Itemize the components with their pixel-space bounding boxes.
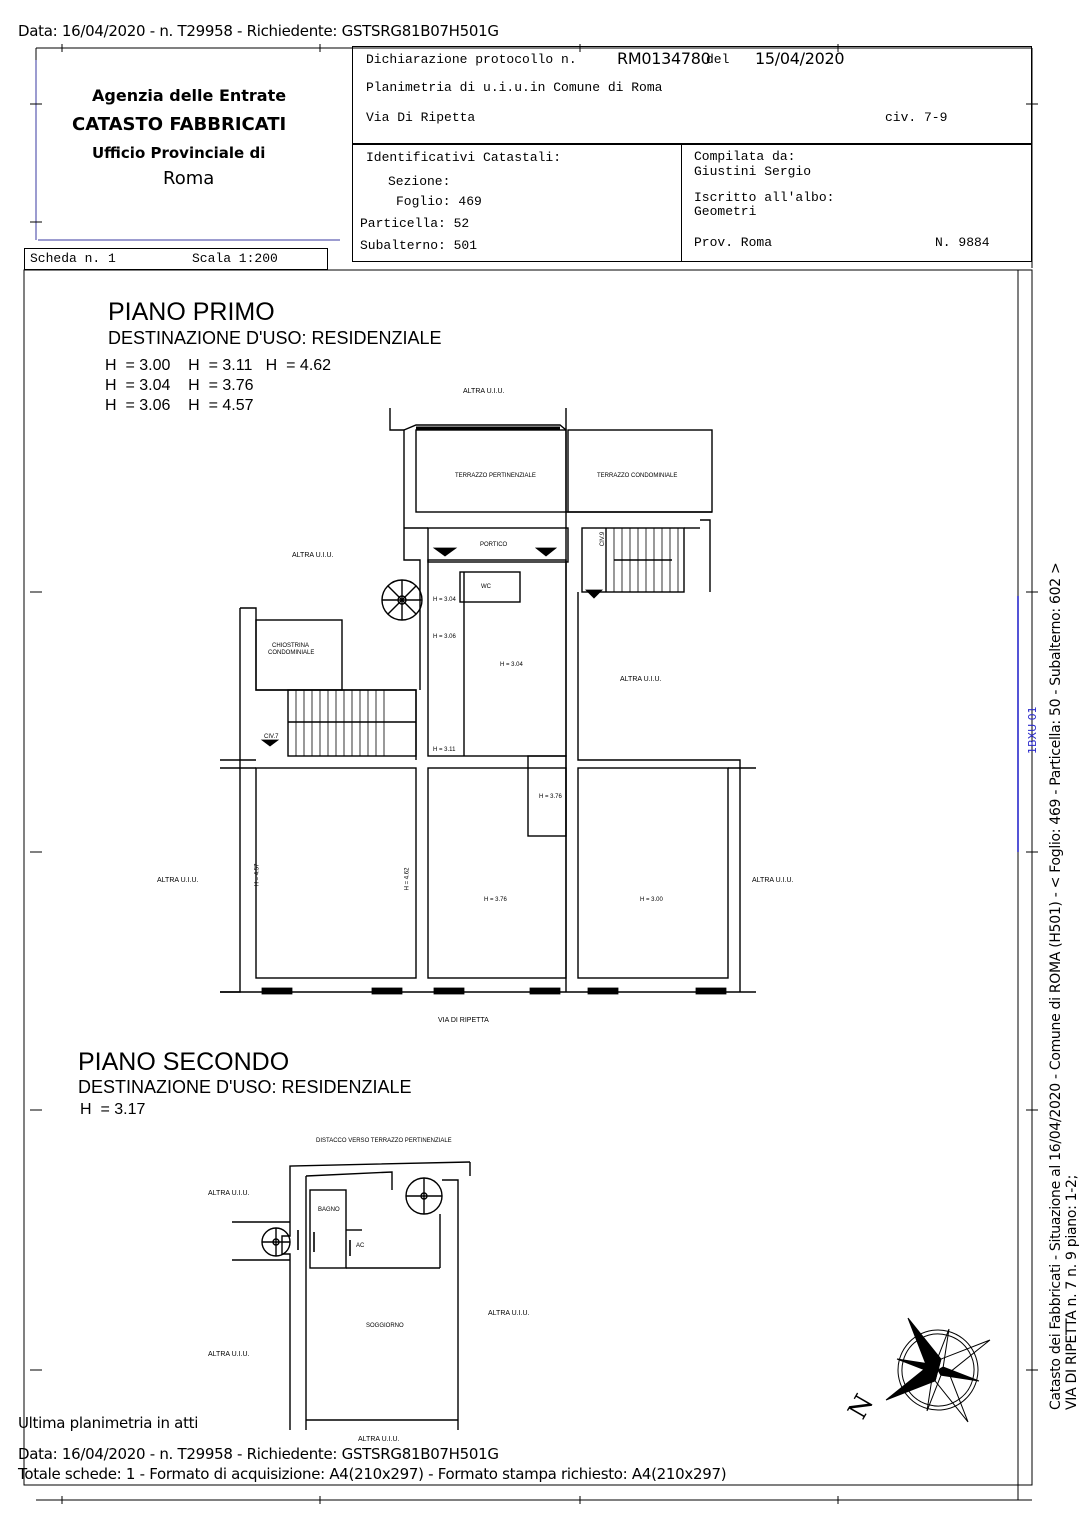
agency-name: Agenzia delle Entrate <box>92 86 287 105</box>
label-h376a: H = 3.76 <box>539 794 562 800</box>
piano-secondo-destinazione: DESTINAZIONE D'USO: RESIDENZIALE <box>78 1077 412 1097</box>
agency-catasto: CATASTO FABBRICATI <box>72 114 287 135</box>
label-chiostrina: CHIOSTRINA <box>272 643 310 649</box>
compiler-prov: Prov. Roma <box>694 235 773 250</box>
ident-foglio: Foglio: 469 <box>396 194 482 209</box>
scheda-scale: Scala 1:200 <box>192 251 278 266</box>
civ-line: civ. 7-9 <box>885 110 948 125</box>
declaration-label: Dichiarazione protocollo n. <box>366 52 577 67</box>
ident-sezione: Sezione: <box>388 174 451 189</box>
label-terrazzo-pertinenziale: TERRAZZO PERTINENZIALE <box>455 473 536 479</box>
label-altra-bl: ALTRA U.I.U. <box>208 1351 250 1358</box>
label-h304b: H = 3.04 <box>500 662 523 668</box>
agency-city: Roma <box>163 168 215 189</box>
label-altra-right: ALTRA U.I.U. <box>620 676 662 683</box>
label-altra-b: ALTRA U.I.U. <box>358 1436 400 1443</box>
label-altra-tl: ALTRA U.I.U. <box>208 1190 250 1197</box>
label-h376b: H = 3.76 <box>484 897 507 903</box>
label-wc: WC <box>481 584 491 590</box>
footer-data-line: Data: 16/04/2020 - n. T29958 - Richieden… <box>18 1445 499 1463</box>
scheda-number: Scheda n. 1 <box>30 251 116 266</box>
compiler-name: Giustini Sergio <box>694 164 812 179</box>
albo-value: Geometri <box>694 204 757 219</box>
albo-label: Iscritto all'albo: <box>694 190 835 205</box>
label-altra-far-left: ALTRA U.I.U. <box>157 877 199 884</box>
label-via-ripetta: VIA DI RIPETTA <box>438 1017 489 1024</box>
label-altra-far-right: ALTRA U.I.U. <box>752 877 794 884</box>
ident-particella: Particella: 52 <box>360 216 470 231</box>
label-soggiorno: SOGGIORNO <box>366 1323 404 1329</box>
scheda-box <box>24 248 328 270</box>
label-h306: H = 3.06 <box>433 634 456 640</box>
label-altra-top: ALTRA U.I.U. <box>463 388 505 395</box>
piano-primo-heights-2: H = 3.04 H = 3.76 <box>105 377 254 394</box>
agency-ufficio: Ufficio Provinciale di <box>92 144 266 162</box>
declaration-date: 15/04/2020 <box>755 49 845 68</box>
declaration-del: del <box>706 52 730 67</box>
header-data-line: Data: 16/04/2020 - n. T29958 - Richieden… <box>18 22 499 40</box>
label-terrazzo-condominiale: TERRAZZO CONDOMINIALE <box>597 473 678 479</box>
label-altra-r: ALTRA U.I.U. <box>488 1310 530 1317</box>
label-h311: H = 3.11 <box>433 747 456 753</box>
piano-primo-destinazione: DESTINAZIONE D'USO: RESIDENZIALE <box>108 328 442 348</box>
label-bagno: BAGNO <box>318 1207 340 1213</box>
footer-totale-line: Totale schede: 1 - Formato di acquisizio… <box>18 1465 727 1483</box>
declaration-box <box>352 46 1032 144</box>
declaration-number: RM0134780 <box>617 49 711 68</box>
piano-primo-heights-3: H = 3.06 H = 4.57 <box>105 397 254 414</box>
compiler-label: Compilata da: <box>694 149 796 164</box>
side-stamp: 1BXU 01 <box>1026 706 1039 754</box>
label-portico: PORTICO <box>480 542 508 548</box>
piano-secondo-height: H = 3.17 <box>80 1101 146 1118</box>
piano-primo-heights-1: H = 3.00 H = 3.11 H = 4.62 <box>105 357 332 374</box>
compiler-num: N. 9884 <box>935 235 990 250</box>
label-h304a: H = 3.04 <box>433 597 456 603</box>
label-distacco: DISTACCO VERSO TERRAZZO PERTINENZIALE <box>316 1138 452 1144</box>
label-altra-left: ALTRA U.I.U. <box>292 552 334 559</box>
label-condominiale: CONDOMINIALE <box>268 650 315 656</box>
piano-primo-title: PIANO PRIMO <box>108 298 275 326</box>
via-line: Via Di Ripetta <box>366 110 476 125</box>
ident-title: Identificativi Catastali: <box>366 150 562 165</box>
piano-secondo-title: PIANO SECONDO <box>78 1048 290 1076</box>
label-h300: H = 3.00 <box>640 897 663 903</box>
compiler-box <box>681 144 1032 262</box>
label-ac: AC <box>356 1243 365 1249</box>
planimetria-line: Planimetria di u.i.u.in Comune di Roma <box>366 80 663 95</box>
ident-subalterno: Subalterno: 501 <box>360 238 478 253</box>
label-civ7: CIV.7 <box>264 734 279 740</box>
footer-ultima: Ultima planimetria in atti <box>18 1414 199 1432</box>
